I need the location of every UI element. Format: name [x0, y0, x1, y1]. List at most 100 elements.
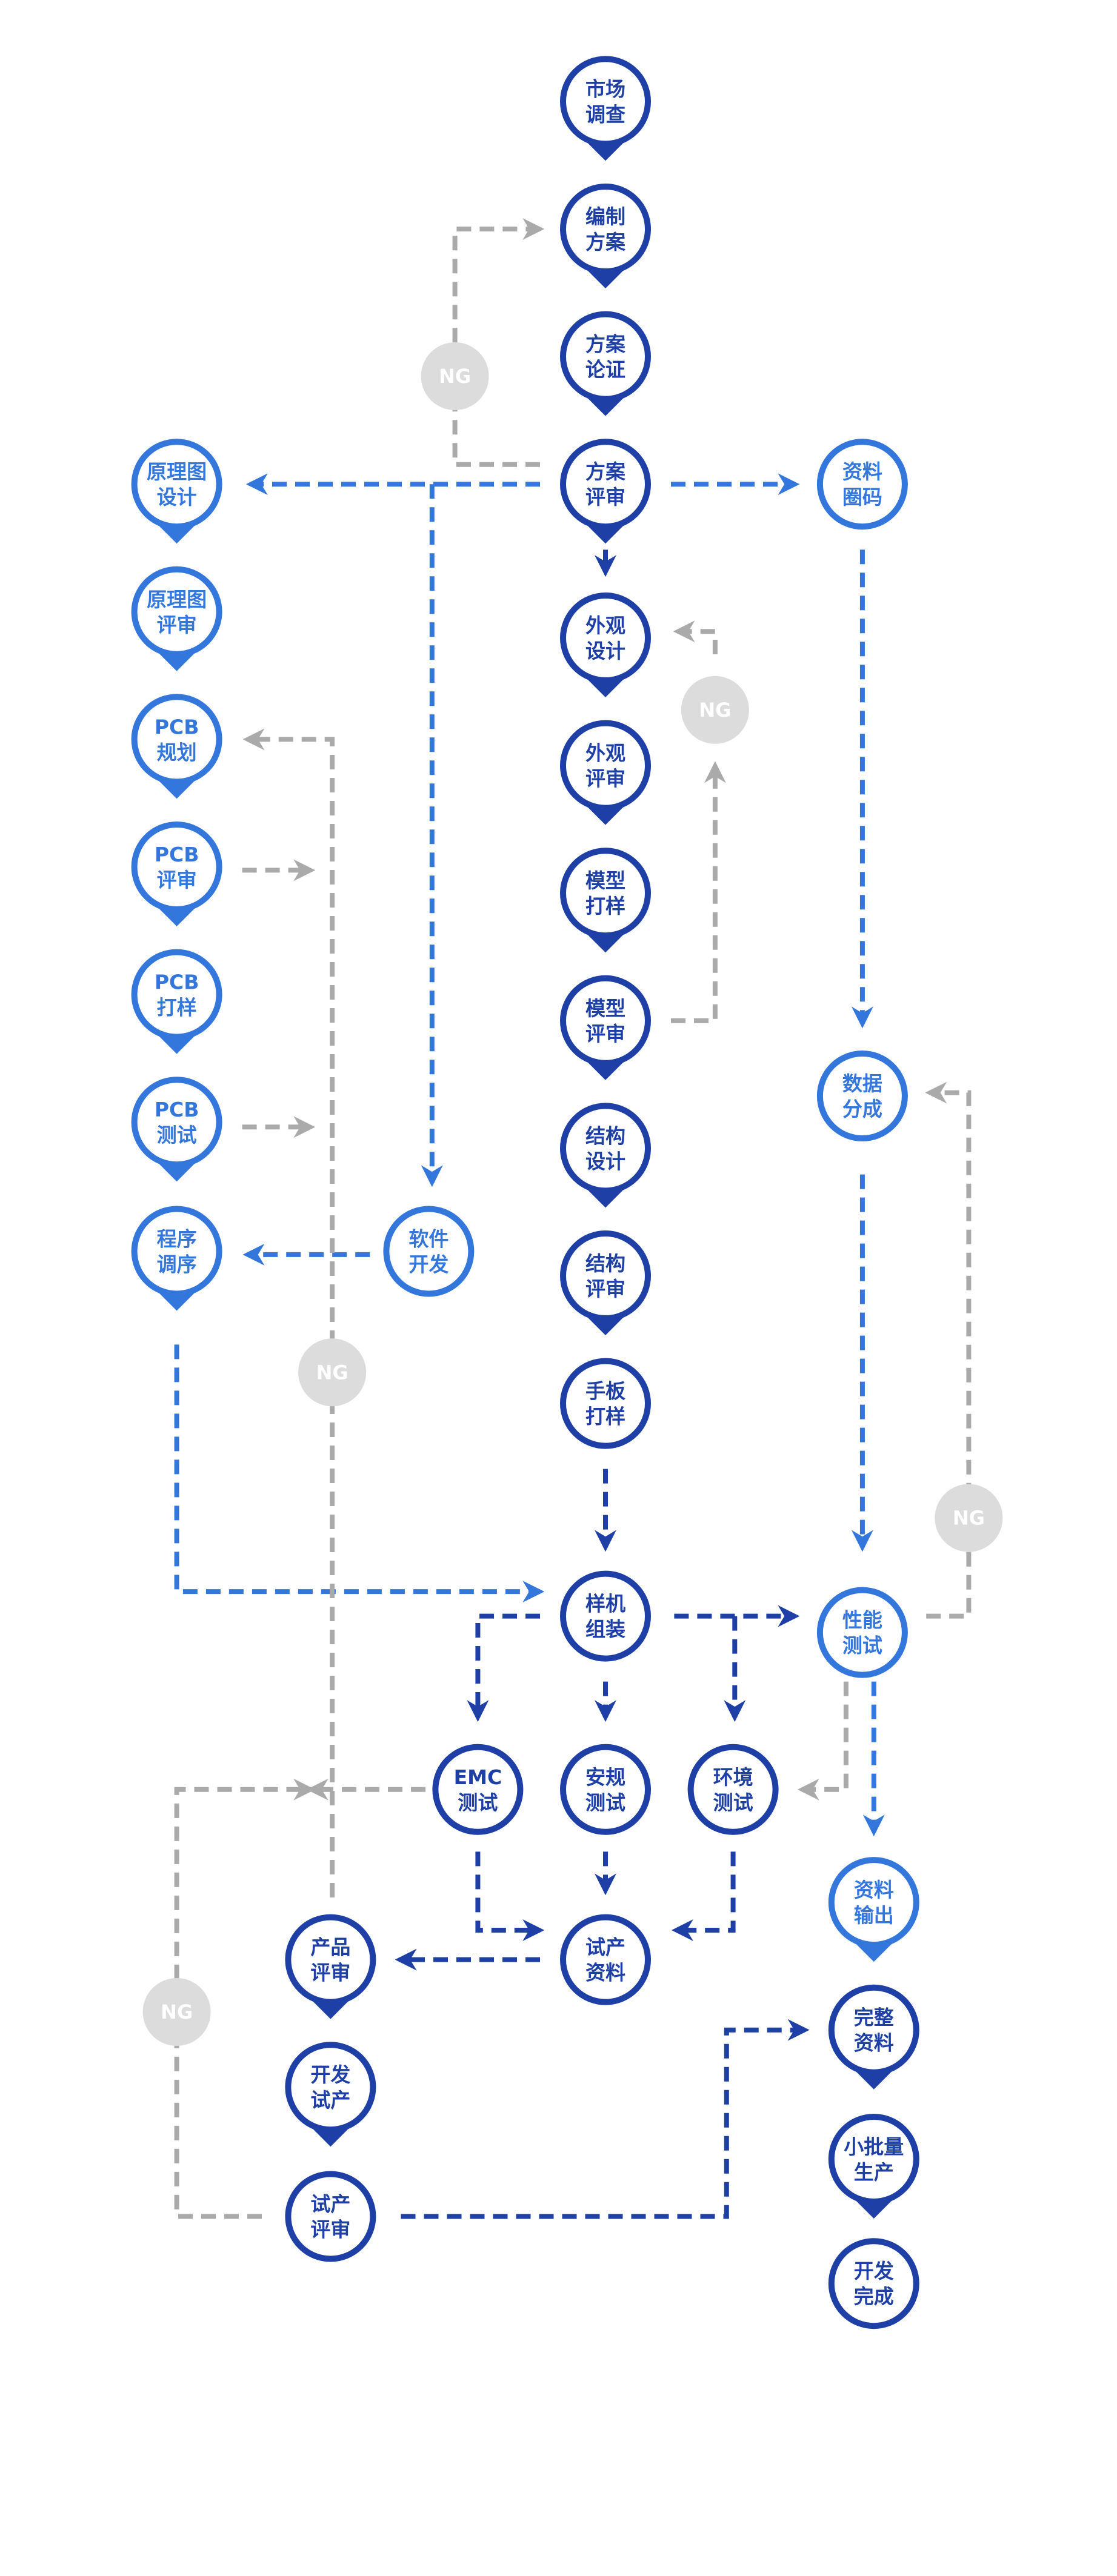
node-label-line: 样机 — [585, 1592, 625, 1616]
ng-loop-arrow — [797, 1681, 849, 1801]
flow-arrow — [401, 2019, 810, 2219]
node-label-line: 试产 — [310, 2193, 350, 2216]
node-label-line: PCB — [155, 971, 199, 994]
ng-loop-arrow — [174, 1778, 316, 2219]
node-label-line: 测试 — [157, 1123, 197, 1147]
node-label-line: PCB — [155, 843, 199, 866]
node-label-line: 产品 — [310, 1936, 350, 1959]
node-circle — [560, 1358, 651, 1449]
node-label-line: 原理图 — [147, 588, 207, 611]
node-label-line: 评审 — [157, 613, 197, 637]
node-label-line: 评审 — [585, 767, 625, 791]
node-circle — [131, 822, 222, 912]
ng-label: NG — [316, 1361, 348, 1384]
node-circle — [828, 2114, 919, 2205]
node-label-line: 生产 — [854, 2160, 894, 2184]
node-label-line: 数据 — [842, 1072, 882, 1095]
node-circle — [560, 1914, 651, 2005]
node-label-line: 打样 — [585, 1405, 625, 1429]
node-label-line: 性能 — [842, 1608, 882, 1632]
node-circle — [560, 439, 651, 530]
node-label-line: 模型 — [585, 869, 625, 892]
ng-label: NG — [439, 365, 471, 388]
node-circle — [816, 1587, 908, 1678]
node-label-line: 程序 — [157, 1227, 197, 1251]
node-label-line: 调序 — [157, 1253, 197, 1276]
node-circle — [828, 1984, 919, 2076]
node-label-line: 分成 — [842, 1097, 882, 1121]
node-label-line: 小批量 — [844, 2135, 904, 2159]
node-label-line: EMC — [454, 1765, 502, 1789]
node-label-line: 安规 — [585, 1765, 625, 1789]
node-circle — [828, 2238, 919, 2329]
node-label-line: 打样 — [585, 894, 625, 918]
ng-loop-arrow — [242, 728, 335, 1897]
node-label-line: 环境 — [713, 1765, 753, 1789]
ng-badge: NG — [935, 1484, 1003, 1552]
ng-loop-arrow — [671, 761, 726, 1023]
node-label-line: 打样 — [157, 996, 197, 1020]
node-label-line: 输出 — [854, 1904, 894, 1927]
node-circle — [828, 1857, 919, 1948]
node-circle — [560, 1570, 651, 1662]
node-circle — [687, 1744, 779, 1835]
node-circle — [131, 1206, 222, 1297]
node-label-line: 模型 — [585, 997, 625, 1020]
flow-arrow — [174, 1344, 545, 1603]
node-label-line: 调查 — [585, 102, 625, 126]
node-label-line: 完成 — [854, 2285, 894, 2308]
node-label-line: 评审 — [585, 1277, 625, 1301]
node-label-line: 评审 — [157, 868, 197, 892]
node-label-line: 资料 — [854, 1878, 894, 1902]
node-circle — [131, 694, 222, 785]
node-label-line: 手板 — [585, 1379, 625, 1403]
node-label-line: 测试 — [842, 1634, 882, 1658]
node-label-line: 开发 — [408, 1253, 448, 1276]
node-circle — [131, 566, 222, 657]
flow-arrow — [475, 1851, 545, 1941]
node-circle — [285, 2171, 376, 2262]
node-circle — [560, 593, 651, 683]
node-label-line: 圈码 — [842, 485, 882, 509]
ng-badge: NG — [298, 1338, 367, 1407]
node-label-line: 原理图 — [147, 460, 207, 483]
ng-loop-arrow — [925, 1081, 972, 1619]
node-label-line: 软件 — [408, 1227, 448, 1251]
node-label-line: 设计 — [585, 1149, 625, 1173]
node-circle — [560, 184, 651, 274]
node-label-line: 方案 — [585, 460, 626, 483]
node-label-line: 测试 — [458, 1791, 498, 1814]
ng-label: NG — [161, 2000, 193, 2023]
ng-badge: NG — [681, 676, 749, 744]
node-label-line: 资料 — [854, 2031, 894, 2055]
node-label-line: 外观 — [585, 742, 625, 765]
node-circle — [432, 1744, 524, 1835]
ng-loop-arrow — [673, 620, 718, 654]
node-label-line: 评审 — [310, 2218, 350, 2242]
node-label-line: 组装 — [585, 1618, 625, 1641]
node-circle — [560, 975, 651, 1066]
node-label-line: 试产 — [310, 2088, 350, 2112]
ng-label: NG — [699, 699, 731, 722]
